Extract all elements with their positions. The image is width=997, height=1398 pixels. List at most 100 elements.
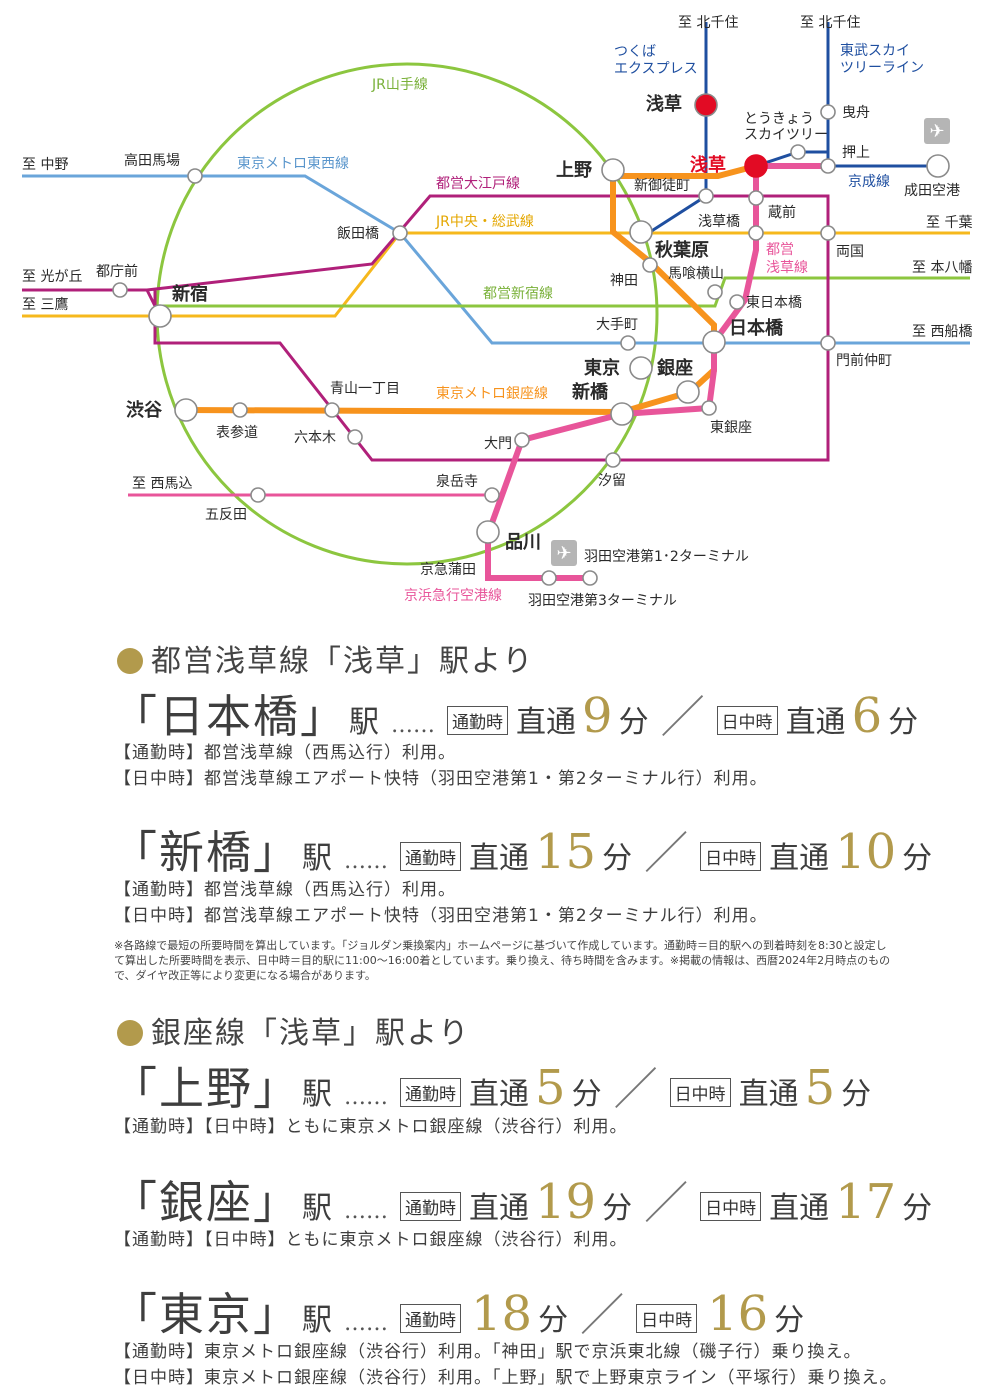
station-shinagawa: [476, 520, 500, 544]
svg-text:馬喰横山: 馬喰横山: [668, 266, 724, 282]
label-keikyu: 京浜急行空港線: [404, 588, 502, 604]
svg-text:渋谷: 渋谷: [126, 399, 163, 421]
label-keisei: 京成線: [848, 174, 890, 190]
station-shimbashi: [610, 402, 634, 426]
svg-text:至 西船橋: 至 西船橋: [912, 324, 972, 340]
svg-text:神田: 神田: [610, 273, 638, 289]
station-ueno: [601, 158, 625, 182]
tozai-line: [22, 174, 970, 345]
airplane-icon: [551, 540, 577, 566]
station-bakuroyokoyama: [707, 284, 723, 300]
trip-note: 【通勤時】都営浅草線（西馬込行）利用。: [114, 880, 456, 900]
bullet-icon: [117, 648, 143, 674]
tx-line: [649, 22, 708, 234]
station-narita: [926, 154, 950, 178]
station-otemachi: [620, 335, 636, 351]
svg-text:高田馬場: 高田馬場: [124, 152, 180, 169]
label-yamanote: JR山手線: [371, 77, 428, 93]
station-daimon: [514, 432, 530, 448]
station-asakusa-tx: [694, 93, 718, 117]
label-tozai: 東京メトロ東西線: [237, 156, 349, 172]
trip-note: 【通勤時】【日中時】ともに東京メトロ銀座線（渋谷行）利用。: [114, 1230, 628, 1250]
station-gotanda: [250, 487, 266, 503]
svg-text:東京: 東京: [584, 357, 620, 379]
label-tobu-2: ツリーライン: [840, 60, 924, 76]
trip-row: 「東京」 駅 …… 通勤時 18 分 ／ 日中時 16 分: [112, 1286, 805, 1342]
station-kuramae: [748, 190, 764, 206]
svg-text:スカイツリー: スカイツリー: [744, 127, 828, 143]
svg-text:成田空港: 成田空港: [904, 183, 960, 199]
station-sengakuji: [484, 487, 500, 503]
svg-text:至 西馬込: 至 西馬込: [132, 476, 192, 492]
station-monzennakacho: [820, 335, 836, 351]
label-tx-1: つくば: [614, 44, 656, 60]
trip-row: 「銀座」 駅 …… 通勤時 直通 19 分 ／ 日中時 直通 17 分: [112, 1174, 933, 1230]
station-aoyamaitchome: [324, 402, 340, 418]
route-heading: 都営浅草線「浅草」駅より: [117, 636, 534, 680]
svg-text:日本橋: 日本橋: [729, 317, 784, 339]
station-ginza: [676, 380, 700, 404]
oedo-line: [22, 194, 830, 462]
svg-text:至 北千住: 至 北千住: [678, 15, 738, 31]
station-shinjuku: [148, 304, 172, 328]
label-tobu-1: 東武スカイ: [840, 43, 910, 59]
station-oshiage: [820, 158, 836, 174]
station-haneda12: [582, 570, 598, 586]
station-omotesando: [232, 402, 248, 418]
svg-text:東銀座: 東銀座: [710, 420, 752, 436]
svg-text:羽田空港第1･2ターミナル: 羽田空港第1･2ターミナル: [584, 548, 749, 565]
svg-text:都庁前: 都庁前: [96, 263, 138, 280]
station-shibuya: [174, 398, 198, 422]
station-shiodome: [605, 452, 621, 468]
svg-text:門前仲町: 門前仲町: [836, 352, 892, 369]
svg-text:羽田空港第3ターミナル: 羽田空港第3ターミナル: [528, 592, 677, 609]
svg-text:至 光が丘: 至 光が丘: [22, 269, 82, 285]
trip-row: 「新橋」 駅 …… 通勤時 直通 15 分 ／ 日中時 直通 10 分: [112, 824, 933, 880]
svg-text:秋葉原: 秋葉原: [655, 239, 709, 261]
airplane-icon: [924, 118, 950, 144]
svg-text:青山一丁目: 青山一丁目: [330, 381, 400, 397]
station-asakusabashi: [748, 225, 764, 241]
svg-text:六本木: 六本木: [294, 430, 336, 446]
svg-text:至 三鷹: 至 三鷹: [22, 297, 68, 313]
bullet-icon: [117, 1020, 143, 1046]
svg-text:品川: 品川: [505, 532, 541, 553]
svg-text:至 本八幡: 至 本八幡: [912, 260, 972, 276]
label-asakusa-line-1: 都営: [766, 242, 794, 258]
shinjuku-line: [158, 276, 970, 310]
station-higashinihombashi: [729, 294, 745, 310]
station-skytree: [790, 144, 806, 160]
station-shinokachimachi: [698, 188, 714, 204]
route-map: ✈ ✈ JR山手線 東京メトロ東西線 都営大江戸線 JR中央・総武線 都営新宿線…: [22, 15, 972, 609]
yamanote-line: [155, 62, 659, 566]
svg-text:東日本橋: 東日本橋: [746, 295, 802, 311]
disclaimer: ※各路線で最短の所要時間を算出しています。「ジョルダン乗換案内」ホームページに基…: [114, 939, 891, 982]
label-ginza-line: 東京メトロ銀座線: [436, 386, 548, 402]
label-oedo: 都営大江戸線: [436, 176, 520, 192]
svg-text:大手町: 大手町: [596, 317, 638, 333]
svg-text:浅草: 浅草: [690, 154, 726, 176]
svg-text:蔵前: 蔵前: [768, 204, 796, 221]
svg-text:新御徒町: 新御徒町: [634, 178, 690, 194]
trip-note: 【日中時】東京メトロ銀座線（渋谷行）利用。「上野」駅で上野東京ライン（平塚行）乗…: [114, 1368, 898, 1388]
station-tokyo: [629, 356, 653, 380]
svg-text:飯田橋: 飯田橋: [337, 225, 379, 242]
svg-text:京急蒲田: 京急蒲田: [420, 562, 476, 578]
svg-text:至 千葉: 至 千葉: [926, 215, 972, 231]
svg-text:大門: 大門: [484, 436, 512, 452]
trip-row: 「上野」 駅 …… 通勤時 直通 5 分 ／ 日中時 直通 5 分: [112, 1060, 872, 1116]
station-higashiginza: [701, 400, 717, 416]
station-takadanobaba: [187, 168, 203, 184]
svg-text:両国: 両国: [836, 244, 864, 260]
svg-text:新橋: 新橋: [572, 381, 609, 403]
chuo-line: [22, 231, 970, 318]
stations: [112, 93, 950, 586]
svg-text:汐留: 汐留: [598, 473, 626, 489]
label-asakusa-line-2: 浅草線: [766, 260, 808, 276]
trip-note: 【通勤時】【日中時】ともに東京メトロ銀座線（渋谷行）利用。: [114, 1117, 628, 1137]
trip-note: 【日中時】都営浅草線エアポート快特（羽田空港第1・第2ターミナル行）利用。: [114, 769, 768, 789]
trip-note: 【通勤時】東京メトロ銀座線（渋谷行）利用。「神田」駅で京浜東北線（磯子行）乗り換…: [114, 1342, 862, 1362]
svg-text:表参道: 表参道: [216, 424, 258, 441]
trip-note: 【通勤時】都営浅草線（西馬込行）利用。: [114, 743, 456, 763]
station-roppongi: [347, 429, 363, 445]
